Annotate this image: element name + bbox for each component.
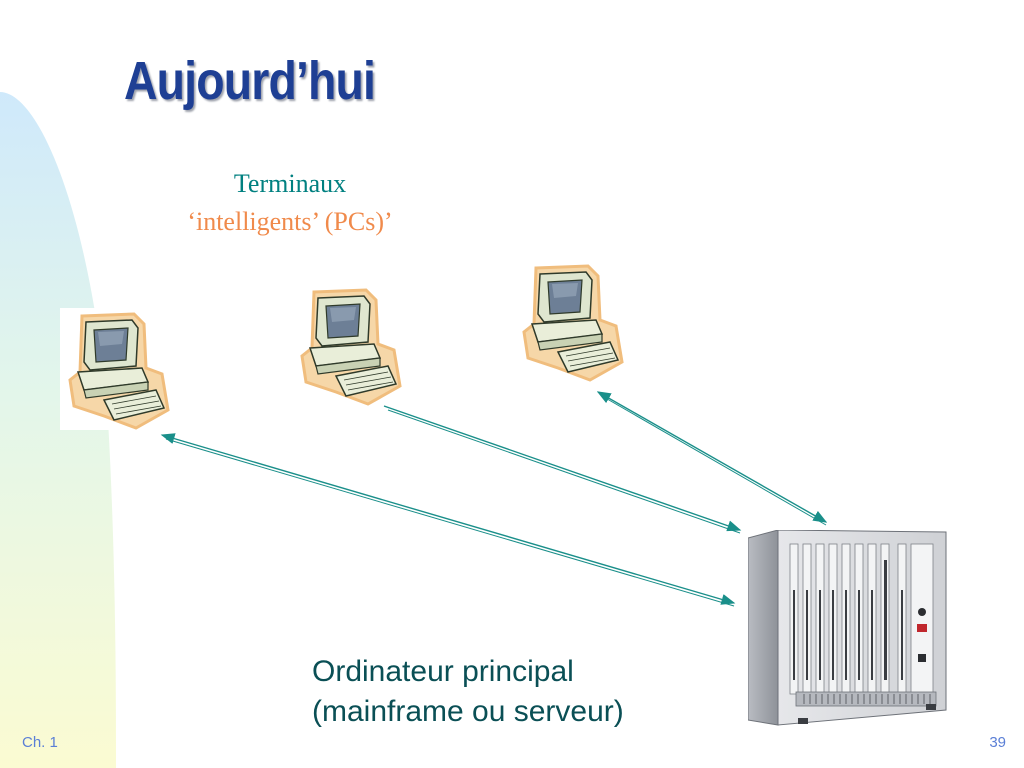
terminals-label: Terminaux (233, 169, 347, 198)
slide-title: Aujourd’hui (124, 51, 376, 111)
mainframe-server (747, 529, 948, 740)
terminal-1 (64, 310, 174, 430)
computer-terminal-icon (300, 288, 402, 406)
rack-server-icon (747, 529, 947, 726)
computer-terminal-icon (68, 312, 170, 430)
chapter-label: Ch. 1 (22, 734, 58, 751)
terminal-2 (296, 286, 406, 406)
terminal-3 (518, 262, 628, 382)
terminals-sublabel: ‘intelligents’ (PCs)’ (187, 207, 393, 236)
link-pc2-server (383, 405, 742, 534)
mainframe-caption-line2: (mainframe ou serveur) (312, 695, 624, 728)
link-pc3-server (596, 391, 828, 526)
mainframe-caption: Ordinateur principal (mainframe ou serve… (312, 652, 624, 732)
link-pc1-server (160, 433, 736, 607)
computer-terminal-icon (522, 264, 624, 382)
page-number: 39 (989, 734, 1006, 751)
mainframe-caption-line1: Ordinateur principal (312, 655, 574, 688)
